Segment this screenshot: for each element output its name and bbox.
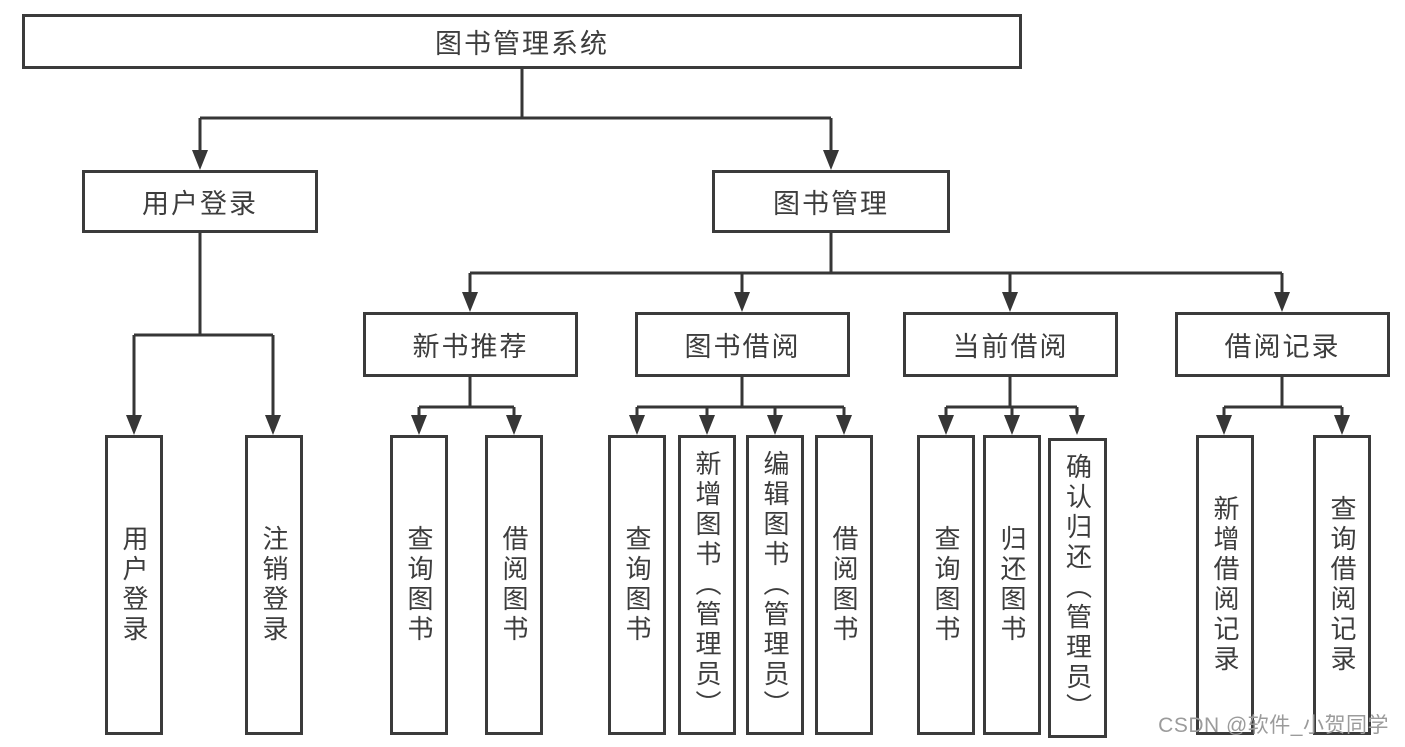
leaf-nb-borrow-books: 借阅图书 [485, 435, 543, 735]
leaf-nb-query-books: 查询图书 [390, 435, 448, 735]
leaf-cb-query-books: 查询图书 [917, 435, 975, 735]
leaf-logout: 注销登录 [245, 435, 303, 735]
node-book-borrowing: 图书借阅 [635, 312, 850, 377]
node-user-login: 用户登录 [82, 170, 318, 233]
leaf-bb-borrow-books: 借阅图书 [815, 435, 873, 735]
node-new-book-recommend: 新书推荐 [363, 312, 578, 377]
leaf-cb-return-books: 归还图书 [983, 435, 1041, 735]
leaf-br-query-record: 查询借阅记录 [1313, 435, 1371, 735]
node-root: 图书管理系统 [22, 14, 1022, 69]
arrowhead-icons [126, 150, 1350, 435]
watermark: CSDN @软件_小贺同学 [1158, 714, 1389, 737]
leaf-br-add-record: 新增借阅记录 [1196, 435, 1254, 735]
node-borrowing-records: 借阅记录 [1175, 312, 1390, 377]
node-current-borrowing: 当前借阅 [903, 312, 1118, 377]
leaf-bb-edit-books-admin: 编辑图书（管理员） [746, 435, 804, 735]
node-book-management: 图书管理 [712, 170, 950, 233]
leaf-bb-query-books: 查询图书 [608, 435, 666, 735]
leaf-bb-add-books-admin: 新增图书（管理员） [678, 435, 736, 735]
tree-branch-lines [132, 69, 1344, 417]
leaf-user-login: 用户登录 [105, 435, 163, 735]
leaf-cb-confirm-return-admin: 确认归还（管理员） [1048, 438, 1107, 738]
